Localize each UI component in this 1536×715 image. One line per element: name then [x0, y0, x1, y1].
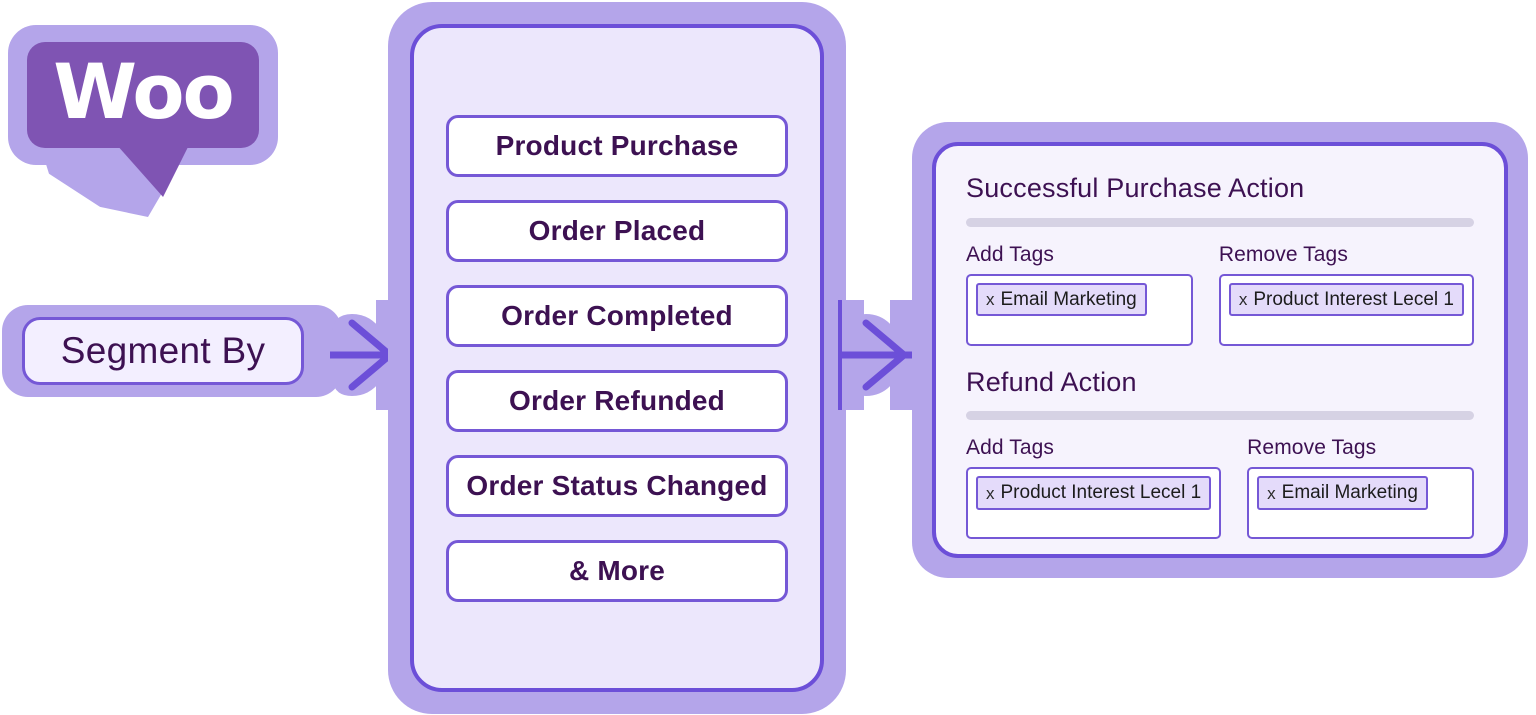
events-panel-shell: Product Purchase Order Placed Order Comp…: [388, 2, 846, 714]
tag-chip-label: Email Marketing: [1000, 288, 1137, 310]
tag-chip[interactable]: x Email Marketing: [976, 282, 1147, 317]
tag-chip[interactable]: x Email Marketing: [1257, 476, 1428, 511]
section-divider: [966, 411, 1474, 421]
event-item-order-placed[interactable]: Order Placed: [446, 199, 788, 262]
section-divider: [966, 217, 1474, 227]
tag-columns: Add Tags x Product Interest Lecel 1 Remo…: [966, 436, 1474, 540]
action-section-title: Successful Purchase Action: [966, 173, 1305, 203]
remove-tags-label: Remove Tags: [1247, 436, 1377, 460]
actions-panel-shell: Successful Purchase Action Add Tags x Em…: [912, 122, 1528, 578]
segment-by-inner: Segment By: [22, 317, 304, 385]
tag-chip-label: Product Interest Lecel 1: [1000, 482, 1202, 504]
event-item-label: Order Refunded: [509, 384, 725, 416]
tag-columns: Add Tags x Email Marketing Remove Tags: [966, 243, 1474, 346]
add-tags-label: Add Tags: [966, 436, 1054, 460]
event-item-label: Order Status Changed: [466, 469, 768, 501]
tag-chip[interactable]: x Product Interest Lecel 1: [1228, 282, 1464, 317]
event-item-order-status-changed[interactable]: Order Status Changed: [446, 454, 788, 517]
events-panel: Product Purchase Order Placed Order Comp…: [410, 24, 824, 692]
remove-tags-input[interactable]: x Email Marketing: [1247, 467, 1474, 540]
remove-tags-column: Remove Tags x Product Interest Lecel 1: [1218, 242, 1474, 346]
tag-chip-label: Email Marketing: [1281, 482, 1418, 504]
event-item-more[interactable]: & More: [446, 539, 788, 602]
segment-by-node[interactable]: Segment By: [2, 305, 342, 397]
remove-tag-icon[interactable]: x: [1238, 289, 1248, 309]
action-section-refund: Refund Action Add Tags x Product Interes…: [966, 366, 1474, 540]
event-item-label: & More: [568, 554, 666, 586]
remove-tag-icon[interactable]: x: [986, 483, 995, 503]
logo-wordmark: Woo: [53, 47, 235, 136]
remove-tags-label: Remove Tags: [1218, 242, 1348, 266]
remove-tag-icon[interactable]: x: [1267, 483, 1276, 503]
tag-chip-label: Product Interest Lecel 1: [1253, 288, 1454, 310]
logo-bubble: [27, 42, 259, 148]
woocommerce-logo: Woo: [8, 25, 278, 217]
add-tags-input[interactable]: x Email Marketing: [966, 273, 1193, 346]
event-item-order-completed[interactable]: Order Completed: [446, 284, 788, 347]
event-item-label: Product Purchase: [495, 129, 739, 161]
remove-tag-icon[interactable]: x: [986, 289, 995, 309]
add-tags-label: Add Tags: [966, 242, 1054, 266]
event-item-label: Order Placed: [528, 214, 706, 246]
actions-panel: Successful Purchase Action Add Tags x Em…: [932, 142, 1508, 558]
add-tags-column: Add Tags x Product Interest Lecel 1: [966, 436, 1222, 540]
tag-chip[interactable]: x Product Interest Lecel 1: [976, 476, 1212, 511]
event-item-label: Order Completed: [501, 299, 733, 331]
add-tags-input[interactable]: x Product Interest Lecel 1: [966, 467, 1222, 540]
remove-tags-input[interactable]: x Product Interest Lecel 1: [1218, 273, 1474, 346]
event-item-order-refunded[interactable]: Order Refunded: [446, 369, 788, 432]
segment-by-label: Segment By: [60, 330, 266, 371]
action-section-successful-purchase: Successful Purchase Action Add Tags x Em…: [966, 173, 1474, 346]
event-item-product-purchase[interactable]: Product Purchase: [446, 114, 788, 177]
action-section-title: Refund Action: [966, 366, 1137, 397]
add-tags-column: Add Tags x Email Marketing: [966, 243, 1193, 346]
remove-tags-column: Remove Tags x Email Marketing: [1247, 436, 1474, 540]
